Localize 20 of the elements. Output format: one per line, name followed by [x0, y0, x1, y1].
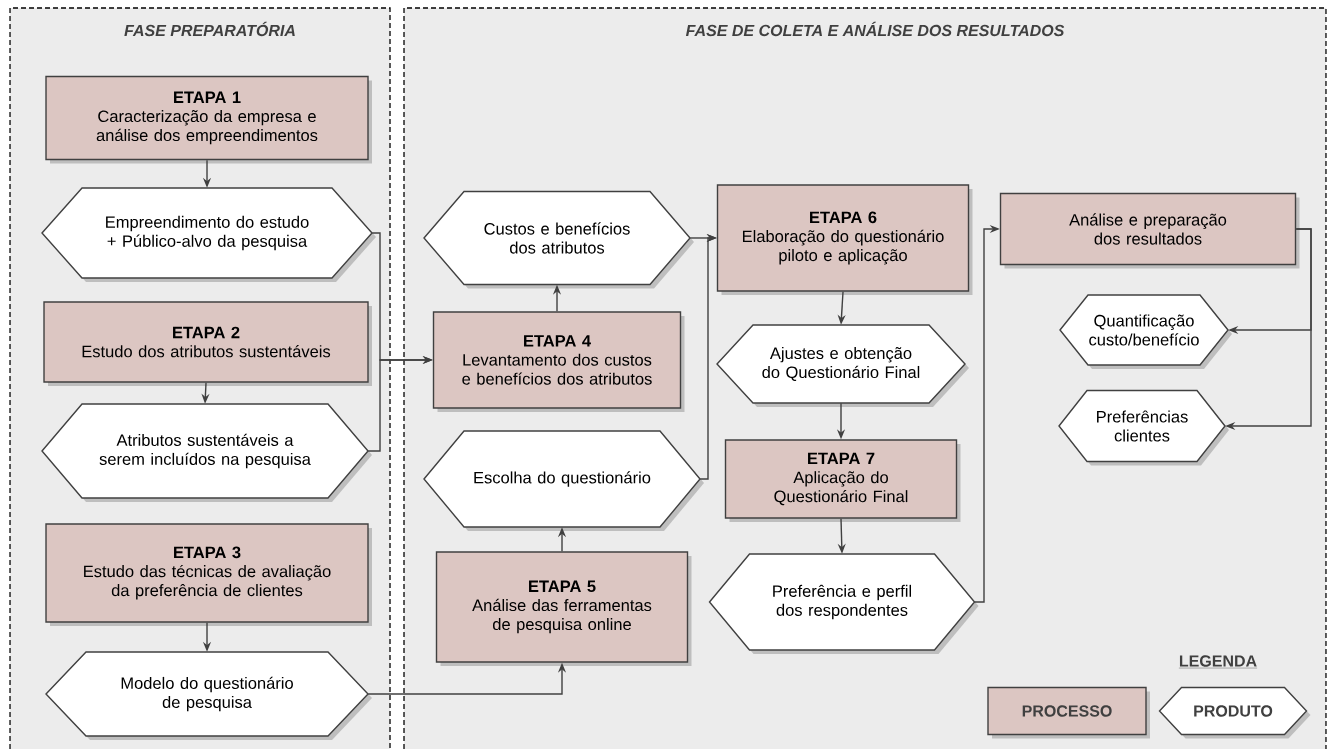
product-hexagon: Escolha do questionário [423, 430, 704, 531]
process-box: ETAPA 3 Estudo das técnicas de avaliação da preferência de clientes [45, 523, 372, 626]
product-hexagon: Ajustes e obtenção do Questionário Final [716, 324, 969, 407]
process-box: ETAPA 5 Análise das ferramentas de pesquisa online [435, 551, 692, 666]
product-hexagon: Empreendimento do estudo + Público-alvo da pesquisa [41, 187, 376, 282]
product-hexagon: Atributos sustentáveis a serem incluídos na pesquisa [41, 403, 372, 502]
process-box: Análise e preparação dos resultados [999, 192, 1300, 269]
process-box: ETAPA 2 Estudo dos atributos sustentáveis [43, 301, 372, 386]
legend-heading: LEGENDA [1178, 655, 1258, 669]
process-box: ETAPA 6 Elaboração do questionário piloto e aplicação [716, 184, 973, 295]
process-box: ETAPA 1 Caracterização da empresa e análise dos empreendimentos [45, 75, 372, 164]
process-box: ETAPA 7 Aplicação do Questionário Final [724, 439, 961, 522]
product-hexagon: Preferência e perfil dos respondentes [708, 553, 979, 654]
product-hexagon: Preferências clientes [1058, 389, 1229, 466]
product-hexagon: Modelo do questionário de pesquisa [45, 651, 372, 740]
product-hexagon: Quantificação custo/benefício [1059, 294, 1232, 369]
process-box: ETAPA 4 Levantamento dos custos e benefícios dos atributos [432, 311, 685, 412]
product-hexagon: Custos e benefícios dos atributos [423, 190, 694, 289]
legend-item: PRODUTO [1158, 686, 1311, 739]
legend-item: PROCESSO [987, 686, 1150, 739]
